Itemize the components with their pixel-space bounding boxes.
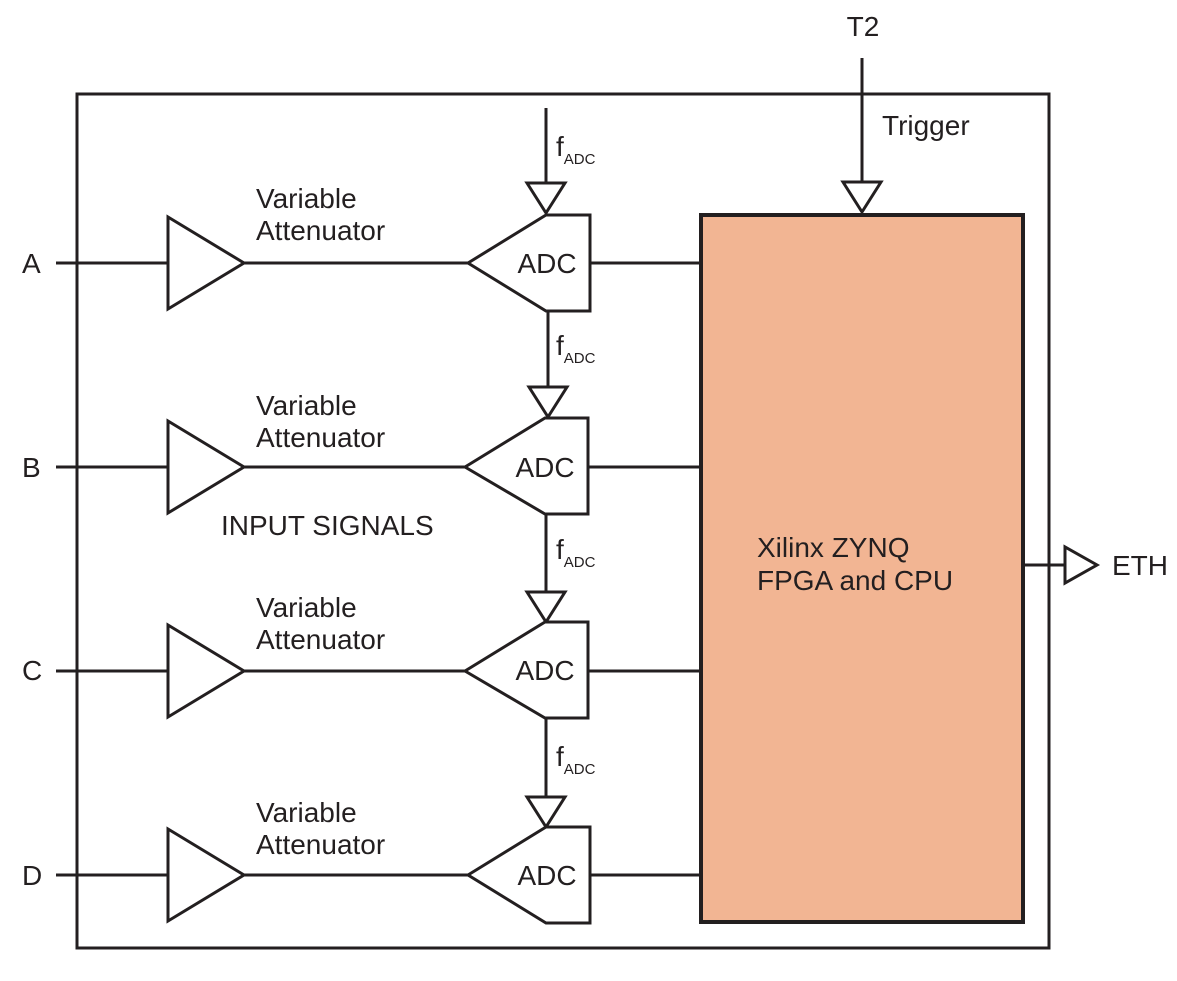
channel-b: B Variable Attenuator ADC (22, 385, 701, 516)
attenuator-d-label-2: Attenuator (256, 829, 385, 860)
attenuator-a-label-1: Variable (256, 183, 357, 214)
input-label-d: D (22, 860, 42, 891)
channel-d: D Variable Attenuator ADC (22, 795, 701, 925)
clock-arrow-a (524, 181, 568, 216)
attenuator-d-triangle (166, 826, 247, 924)
clock-label-1: fADC (556, 330, 596, 367)
fpga-label-line1: Xilinx ZYNQ (757, 532, 909, 563)
adc-c-label: ADC (515, 655, 574, 686)
attenuator-d-label-1: Variable (256, 797, 357, 828)
attenuator-b-label-2: Attenuator (256, 422, 385, 453)
attenuator-c-label-1: Variable (256, 592, 357, 623)
attenuator-c-label-2: Attenuator (256, 624, 385, 655)
channel-c: C Variable Attenuator ADC (22, 590, 701, 720)
input-label-b: B (22, 452, 41, 483)
input-label-c: C (22, 655, 42, 686)
clock-label-3: fADC (556, 741, 596, 778)
input-signals-label: INPUT SIGNALS (221, 510, 434, 541)
adc-a-label: ADC (517, 248, 576, 279)
clock-arrow-d (524, 795, 568, 830)
clock-label-2: fADC (556, 534, 596, 571)
system-enclosure (75, 92, 1051, 950)
trigger-label: Trigger (882, 110, 970, 141)
attenuator-c-triangle (166, 622, 247, 720)
trigger-input-arrow (840, 180, 884, 215)
attenuator-a-label-2: Attenuator (256, 215, 385, 246)
t2-label: T2 (847, 11, 880, 42)
attenuator-b-triangle (166, 418, 247, 516)
clock-arrow-b (526, 385, 570, 420)
eth-label: ETH (1112, 550, 1168, 581)
attenuator-b-label-1: Variable (256, 390, 357, 421)
attenuator-a-triangle (166, 214, 247, 312)
channel-a: A Variable Attenuator ADC (22, 181, 701, 313)
fpga-cpu-block (699, 213, 1025, 924)
eth-output-arrow (1063, 544, 1101, 586)
input-label-a: A (22, 248, 41, 279)
fpga-label-line2: FPGA and CPU (757, 565, 953, 596)
adc-d-label: ADC (517, 860, 576, 891)
clock-label-top: fADC (556, 131, 596, 168)
adc-b-label: ADC (515, 452, 574, 483)
clock-arrow-c (524, 590, 568, 625)
